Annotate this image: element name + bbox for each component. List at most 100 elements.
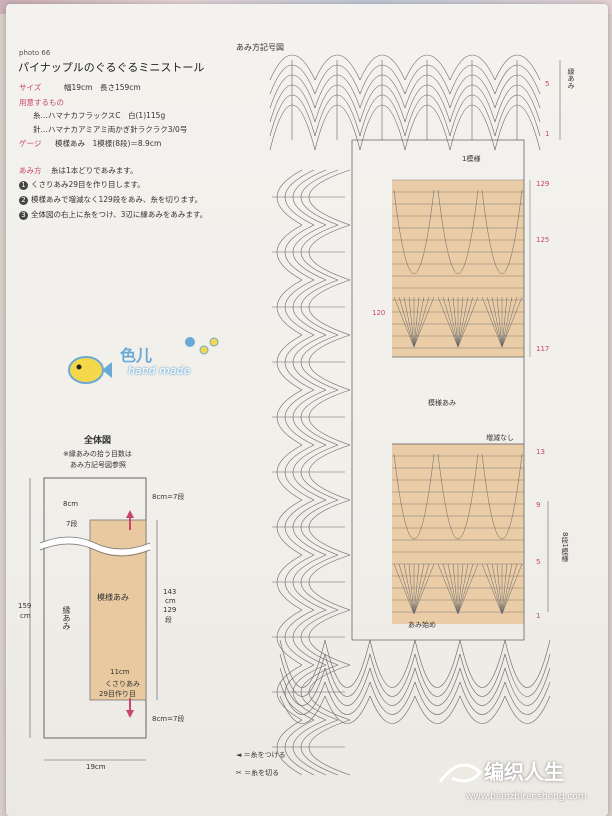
chart-stitch-path — [393, 563, 415, 615]
chart-stitch-path — [292, 554, 327, 611]
chart-stitch-path — [501, 296, 518, 348]
chart-stitch-path — [413, 563, 425, 615]
chart-stitch-path — [404, 94, 451, 137]
chart-stitch-path — [308, 444, 351, 501]
chart-stitch-path — [501, 563, 513, 615]
chart-stitch-path — [457, 563, 479, 615]
row-number: 125 — [536, 236, 550, 244]
chart-stitch-path — [404, 104, 451, 151]
chart-stitch-path — [292, 444, 327, 501]
chart-stitch-path — [494, 54, 541, 81]
chart-stitch-path — [324, 695, 371, 724]
chart-stitch-path — [300, 169, 339, 226]
gauge-value: 模様あみ 1模様(8段)＝8.9cm — [55, 139, 162, 148]
chart-stitch-path — [308, 389, 351, 446]
step-number: 3 — [19, 211, 28, 220]
materials-label: 用意するもの — [19, 98, 64, 107]
page-title: パイナップルのぐるぐるミニストール — [18, 61, 205, 74]
brand-name: 编织人生 — [484, 760, 564, 784]
chart-stitch-path — [481, 453, 523, 540]
edge-row-number: 1 — [545, 130, 550, 138]
chart-stitch-path — [279, 695, 326, 724]
chart-stitch-path — [308, 169, 351, 226]
chart-stitch-path — [408, 563, 415, 615]
overview-foundation-3: 29目作り目 — [99, 690, 136, 698]
fish-icon — [68, 337, 219, 384]
chart-stitch-path — [481, 296, 503, 348]
chart-stitch-path — [437, 296, 459, 348]
overview-mid-3: 129 — [163, 606, 177, 614]
yarn-spec: 糸…ハマナカフラックスC 白(1)115g — [33, 111, 166, 120]
overview-dim-7rows: 7段 — [66, 520, 78, 528]
chart-stitch-path — [276, 499, 303, 556]
chart-stitch-path — [308, 499, 351, 556]
chart-stitch-path — [269, 64, 316, 95]
chart-stitch-path — [292, 499, 327, 556]
chart-stitch-path — [308, 554, 351, 611]
overview-dim-bottom-right: 8cm=7段 — [152, 715, 185, 723]
chart-pattern-label: 模様あみ — [428, 399, 456, 407]
chart-stitch-path — [496, 563, 503, 615]
chart-stitch-path — [292, 719, 327, 776]
edge-row-number: 5 — [545, 80, 550, 88]
chart-stitch-path — [414, 667, 461, 706]
chart-stitch-path — [413, 296, 435, 348]
chart-stitch-path — [269, 104, 316, 151]
chart-stitch-path — [449, 64, 496, 95]
chart-stitch-path — [300, 279, 339, 336]
chart-stitch-path — [392, 356, 524, 445]
needle-spec: 針…ハマナカアミアミ両かぎ針ラクラク3/0号 — [33, 125, 188, 134]
chart-stitch-path — [324, 667, 371, 706]
brand-url[interactable]: www.bianzhirensheng.com — [466, 792, 587, 802]
chart-stitch-path — [457, 296, 479, 348]
chart-stitch-path — [314, 104, 361, 151]
chart-stitch-path — [414, 695, 461, 724]
chart-stitch-path — [501, 296, 523, 348]
overview-mid-2: cm — [165, 597, 176, 605]
chart-stitch-path — [300, 719, 339, 776]
overview-height-unit: cm — [20, 612, 31, 620]
chart-repeat-1: 1模様 — [462, 155, 481, 163]
chart-stitch-path — [351, 139, 525, 641]
chart-stitch-path — [276, 444, 303, 501]
chart-stitch-path — [359, 54, 406, 81]
chart-stitch-path — [413, 563, 435, 615]
chart-stitch-path — [494, 64, 541, 95]
logo-top-text: 色儿 — [120, 346, 153, 365]
chart-stitch-path — [504, 653, 551, 697]
legend-cut: ✂ ＝糸を切る — [236, 768, 279, 778]
chart-stitch-path — [276, 554, 303, 611]
row-number: 1 — [536, 612, 541, 620]
chart-stitch-path — [413, 296, 425, 348]
chart-stitch-path — [314, 64, 361, 95]
chart-stitch-path — [413, 296, 420, 348]
chart-stitch-path — [369, 653, 416, 697]
chart-stitch-path — [501, 563, 523, 615]
overview-title: 全体図 — [84, 436, 112, 446]
chart-stitch-path — [437, 563, 459, 615]
chart-stitch-path — [457, 563, 474, 615]
chart-stitch-path — [279, 653, 326, 697]
overview-width: 19cm — [86, 763, 106, 771]
chart-stitch-path — [457, 563, 464, 615]
overview-edge-label: 縁あみ — [62, 606, 71, 630]
chart-stitch-path — [447, 296, 459, 348]
legend-cut-text: ＝糸を切る — [244, 769, 280, 777]
chart-stitch-path — [504, 639, 551, 688]
chart-stitch-path — [449, 94, 496, 137]
chart-stitch-path — [501, 296, 513, 348]
chart-stitch-path — [459, 681, 506, 715]
chart-stitch-path — [457, 296, 464, 348]
chart-stitch-path — [369, 681, 416, 715]
chart-stitch-path — [300, 499, 339, 556]
chart-stitch-path — [404, 54, 451, 81]
chart-stitch-path — [300, 444, 339, 501]
chart-stitch-path — [457, 296, 474, 348]
chart-stitch-path — [369, 639, 416, 688]
chart-stitch-path — [269, 94, 316, 137]
row-number: 5 — [536, 558, 541, 566]
chart-stitch-path — [279, 639, 326, 688]
chart-stitch-path — [447, 563, 459, 615]
